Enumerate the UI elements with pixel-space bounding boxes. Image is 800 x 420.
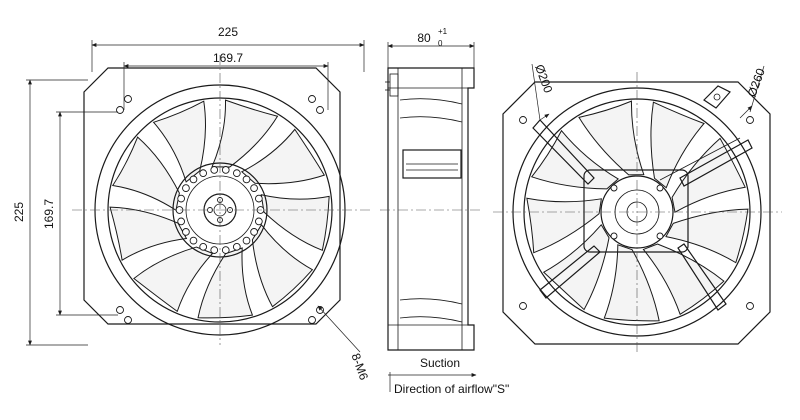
dim-hole-spacing-horizontal: 169.7 [213,51,243,65]
hub-rivet [189,236,198,245]
hub-rivet [182,228,190,236]
fan-blade [260,194,330,252]
front-impeller-blades [109,99,330,319]
rear-impeller-blades [526,100,749,322]
hub-rivet [242,175,251,184]
fan-blade [197,247,254,319]
fan-blade [642,243,725,316]
rear-motor-block [583,169,689,253]
hub-rivet [242,236,251,245]
side-lower-band [399,298,463,305]
fan-blade [152,100,206,183]
rear-cable-lug [703,85,731,109]
fan-blade [578,100,645,176]
hub-rivet [210,246,219,254]
hub-rivet [250,184,258,192]
fan-blade [530,129,620,190]
dim-depth-tol-lower: 0 [438,39,443,48]
fan-blade [133,246,214,313]
dim-diameter-outer: Ø260 [745,66,768,99]
fan-blade [542,223,610,311]
fan-blade [211,99,279,168]
dim-overall-width: 225 [218,25,238,39]
fan-blade [111,136,180,212]
dim-depth-value: 80 [417,31,431,45]
fan-blade [650,101,705,189]
hub-rivet [182,184,190,192]
hub-rivet [232,169,241,178]
hub-rivet [232,242,241,251]
rear-mounting-holes [519,116,754,310]
side-motor-box [402,149,462,179]
hub-rivet [255,217,263,226]
hub-rivet [250,228,258,236]
front-hub-rivets [175,166,265,254]
fan-blade [240,128,326,185]
hub-rivet [177,217,185,226]
fan-blade [671,137,746,213]
fan-blade [603,244,660,322]
fan-blade [251,223,314,308]
dim-mounting-holes: 8-M6 [349,351,372,382]
hub-rivet [221,166,230,174]
dim-hole-spacing-vertical: 169.7 [42,199,56,229]
hub-rivet [210,166,219,174]
hub-rivet [221,246,230,254]
rear-dimensions: Ø200 Ø260 [531,62,768,121]
fan-blade [109,206,188,261]
label-suction: Suction [420,356,460,370]
hub-rivet [177,194,185,203]
hub-rivet [255,194,263,203]
side-dimensions: 80 +1 0 [387,27,475,70]
hub-rivet [199,169,208,178]
hub-rivet [189,175,198,184]
label-airflow-direction: Direction of airflow"S" [394,382,509,396]
front-view [72,55,370,345]
dim-depth-tol-upper: +1 [438,27,448,36]
hub-rivet [199,242,208,251]
rear-support-struts [532,119,753,311]
front-housing-outline [83,67,341,325]
fan-blade [665,208,749,264]
rear-hub-screws [610,184,664,240]
side-view [380,67,480,351]
rear-housing-outline [502,81,771,345]
dim-overall-height: 225 [12,202,26,222]
side-upper-band [399,98,463,105]
fan-blade [526,197,602,254]
side-outline [387,67,475,351]
side-cable-gland [389,73,399,97]
airflow-notes: Suction Direction of airflow"S" [388,356,509,396]
rear-view [493,72,782,352]
